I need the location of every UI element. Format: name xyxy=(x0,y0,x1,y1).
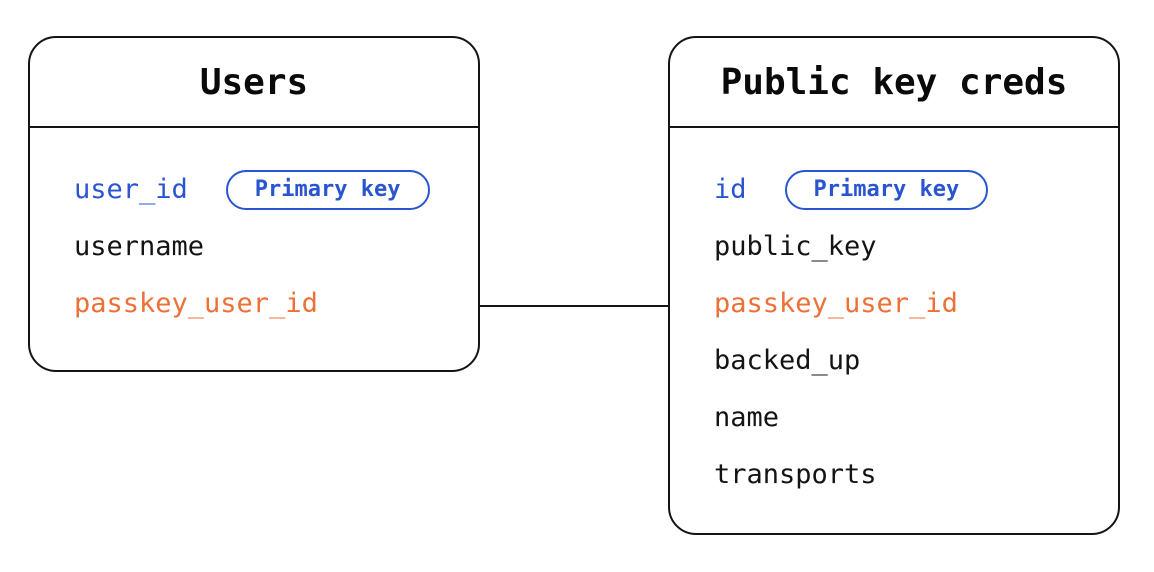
primary-key-badge: Primary key xyxy=(784,169,989,210)
table-fields-users: user_id Primary key username passkey_user_i… xyxy=(30,128,478,332)
field-row-transports: transports xyxy=(714,446,1088,503)
field-row-id: id Primary key xyxy=(714,161,1088,218)
field-row-public_key: public_key xyxy=(714,218,1088,275)
table-node-users: Users user_id Primary key username passkey_… xyxy=(28,36,480,372)
field-name: transports xyxy=(714,459,877,490)
field-row-username: username xyxy=(74,218,448,275)
field-name: user_id xyxy=(74,174,188,205)
field-name: passkey_user_id xyxy=(74,288,318,319)
field-name: id xyxy=(714,174,747,205)
field-row-passkey_user_id: passkey_user_id xyxy=(714,275,1088,332)
field-name: backed_up xyxy=(714,345,861,376)
field-row-user_id: user_id Primary key xyxy=(74,161,448,218)
field-row-name: name xyxy=(714,389,1088,446)
field-row-backed_up: backed_up xyxy=(714,332,1088,389)
field-name: name xyxy=(714,402,780,433)
table-header-public-key-creds: Public key creds xyxy=(670,38,1118,128)
relationship-line xyxy=(480,305,668,307)
field-name: public_key xyxy=(714,231,877,262)
table-title: Users xyxy=(199,61,309,103)
table-title: Public key creds xyxy=(720,61,1068,103)
field-name: passkey_user_id xyxy=(714,288,958,319)
field-row-passkey_user_id: passkey_user_id xyxy=(74,275,448,332)
table-header-users: Users xyxy=(30,38,478,128)
primary-key-badge: Primary key xyxy=(225,169,430,210)
table-node-public-key-creds: Public key creds id Primary key public_key… xyxy=(668,36,1120,535)
field-name: username xyxy=(74,231,205,262)
